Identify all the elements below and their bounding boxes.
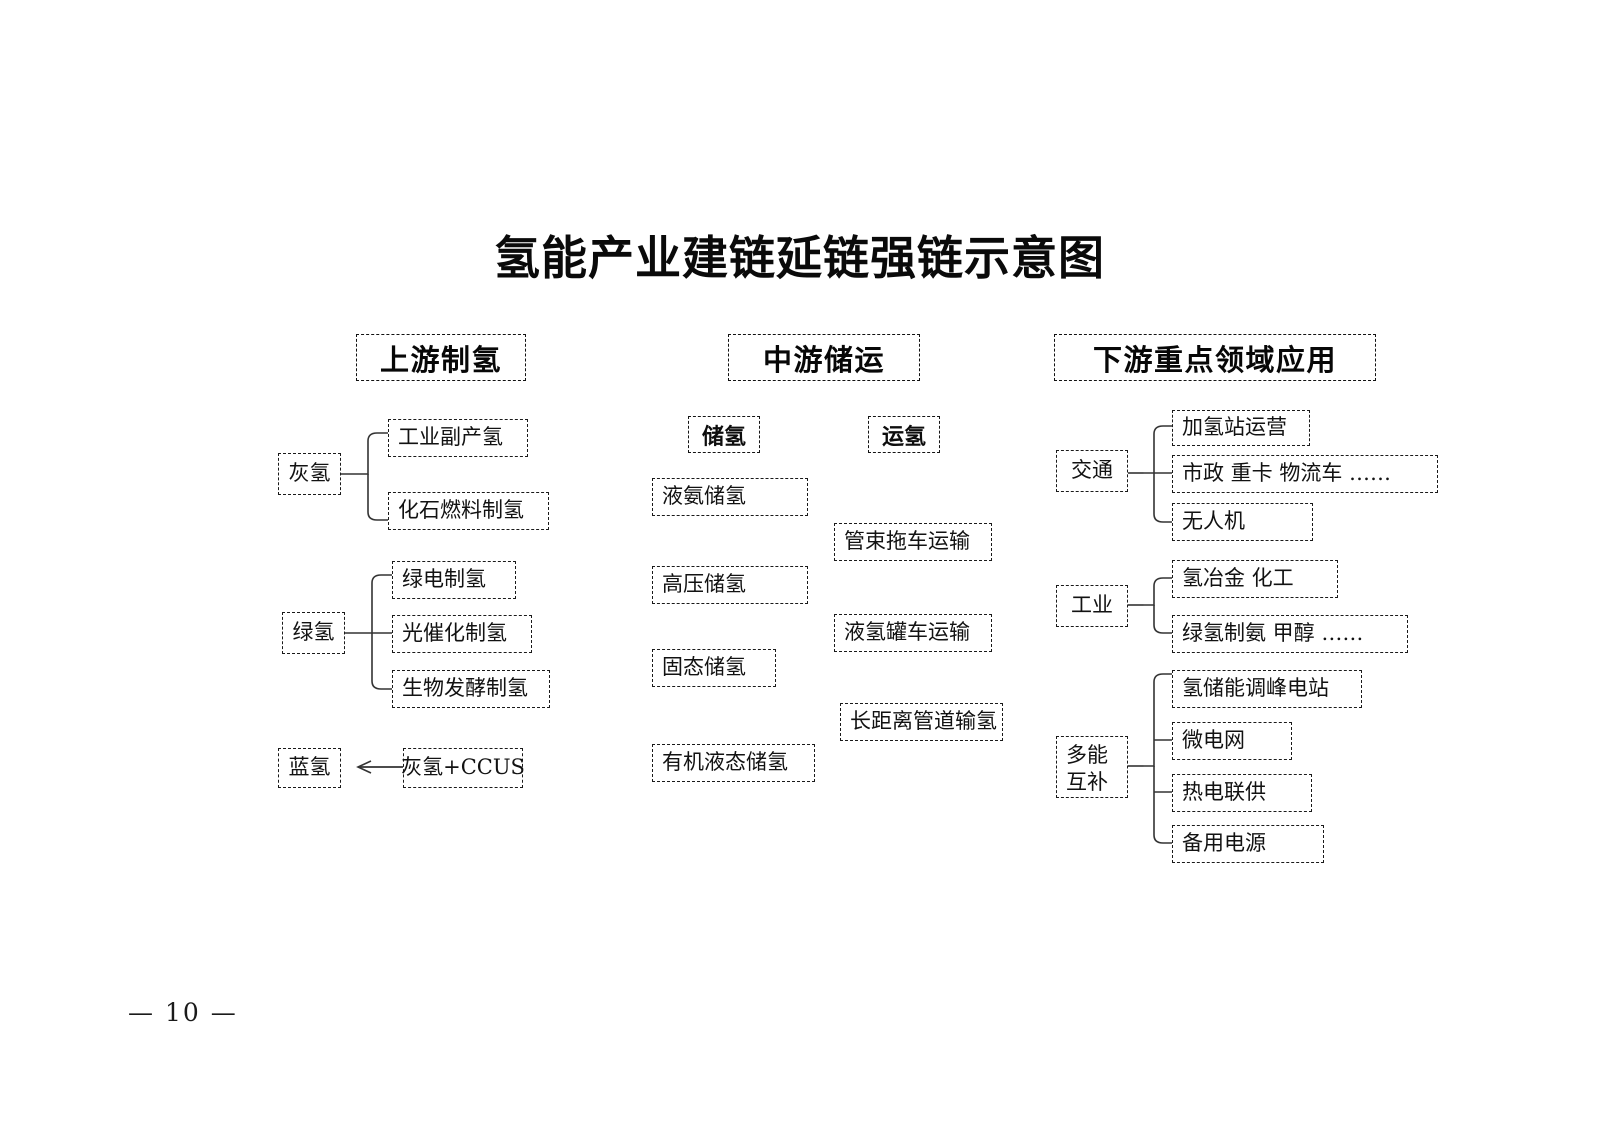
node-hydrogen-metallurgy-chemical[interactable]: 氢冶金 化工 xyxy=(1172,560,1338,598)
wire-multi-bracket-bot xyxy=(1153,766,1172,844)
node-grey-hydrogen[interactable]: 灰氢 xyxy=(278,453,341,495)
node-industry-sector[interactable]: 工业 xyxy=(1056,585,1128,627)
node-industrial-byproduct-hydrogen[interactable]: 工业副产氢 xyxy=(388,419,528,457)
multi-energy-line1: 多能 xyxy=(1066,743,1108,767)
node-high-pressure-storage[interactable]: 高压储氢 xyxy=(652,566,808,604)
node-green-hydrogen[interactable]: 绿氢 xyxy=(282,612,345,654)
node-transportation-sector[interactable]: 交通 xyxy=(1056,450,1128,492)
node-combined-heat-power[interactable]: 热电联供 xyxy=(1172,774,1312,812)
wire-industry-bracket-bot xyxy=(1153,605,1172,634)
node-bio-fermentation-hydrogen[interactable]: 生物发酵制氢 xyxy=(392,670,550,708)
wire-green-bracket-top xyxy=(362,574,392,634)
node-photocatalytic-hydrogen[interactable]: 光催化制氢 xyxy=(392,615,532,653)
node-hydrogen-storage-peak-plant[interactable]: 氢储能调峰电站 xyxy=(1172,670,1362,708)
sub-header-storage[interactable]: 储氢 xyxy=(688,416,760,453)
wire-multi-bracket-top xyxy=(1144,673,1172,767)
node-liquid-ammonia-storage[interactable]: 液氨储氢 xyxy=(652,478,808,516)
page-title: 氢能产业建链延链强链示意图 xyxy=(494,231,1105,285)
wire-traffic-bracket-bot xyxy=(1153,473,1172,523)
node-green-power-hydrogen[interactable]: 绿电制氢 xyxy=(392,561,516,599)
node-hydrogen-refueling-station[interactable]: 加氢站运营 xyxy=(1172,410,1310,446)
node-green-ammonia-methanol[interactable]: 绿氢制氨 甲醇 …… xyxy=(1172,615,1408,653)
node-liquid-hydrogen-tanker-transport[interactable]: 液氢罐车运输 xyxy=(834,614,992,652)
multi-energy-line2: 互补 xyxy=(1066,770,1108,795)
wire-green-bracket-bot xyxy=(371,633,392,690)
node-microgrid[interactable]: 微电网 xyxy=(1172,722,1292,760)
wire-grey-bracket xyxy=(358,432,388,475)
section-header-upstream[interactable]: 上游制氢 xyxy=(356,334,526,381)
wire-grey-bracket2 xyxy=(367,474,388,521)
node-backup-power[interactable]: 备用电源 xyxy=(1172,825,1324,863)
node-long-distance-pipeline-transport[interactable]: 长距离管道输氢 xyxy=(840,703,1003,741)
node-tube-trailer-transport[interactable]: 管束拖车运输 xyxy=(834,523,992,561)
page-number: — 10 — xyxy=(128,998,238,1027)
node-fossil-fuel-hydrogen[interactable]: 化石燃料制氢 xyxy=(388,492,549,530)
wire-industry-bracket-top xyxy=(1144,577,1172,606)
node-drone[interactable]: 无人机 xyxy=(1172,503,1313,541)
section-header-midstream[interactable]: 中游储运 xyxy=(728,334,920,381)
node-grey-hydrogen-ccus[interactable]: 灰氢+CCUS xyxy=(401,748,525,788)
node-blue-hydrogen[interactable]: 蓝氢 xyxy=(278,748,341,788)
node-solid-state-storage[interactable]: 固态储氢 xyxy=(652,649,776,687)
sub-header-transport[interactable]: 运氢 xyxy=(868,416,940,453)
node-organic-liquid-storage[interactable]: 有机液态储氢 xyxy=(652,744,815,782)
wire-blue-arrow-head xyxy=(356,760,372,774)
wire-traffic-bracket-top xyxy=(1144,425,1172,474)
node-multi-energy-complementary[interactable]: 多能 互补 xyxy=(1056,736,1128,798)
node-municipal-heavy-truck-logistics[interactable]: 市政 重卡 物流车 …… xyxy=(1172,455,1438,493)
section-header-downstream[interactable]: 下游重点领域应用 xyxy=(1054,334,1376,381)
